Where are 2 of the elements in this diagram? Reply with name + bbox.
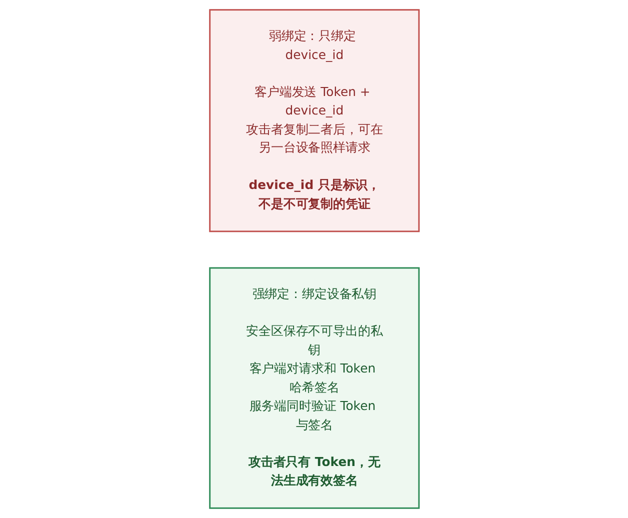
node-box: 强绑定：绑定设备私钥 安全区保存不可导出的私钥 客户端对请求和 Token 哈希签名 服务端同时验证 Token 与签名 攻击者只有 Token，无法生成有效签名 bbox=[208, 267, 420, 509]
node-box: 弱绑定：只绑定 device_id 客户端发送 Token + device_id 攻击者复制二者后，可在另一台设备照样请求 device_id 只是标识，不是不可复制的凭证 bbox=[208, 9, 420, 232]
